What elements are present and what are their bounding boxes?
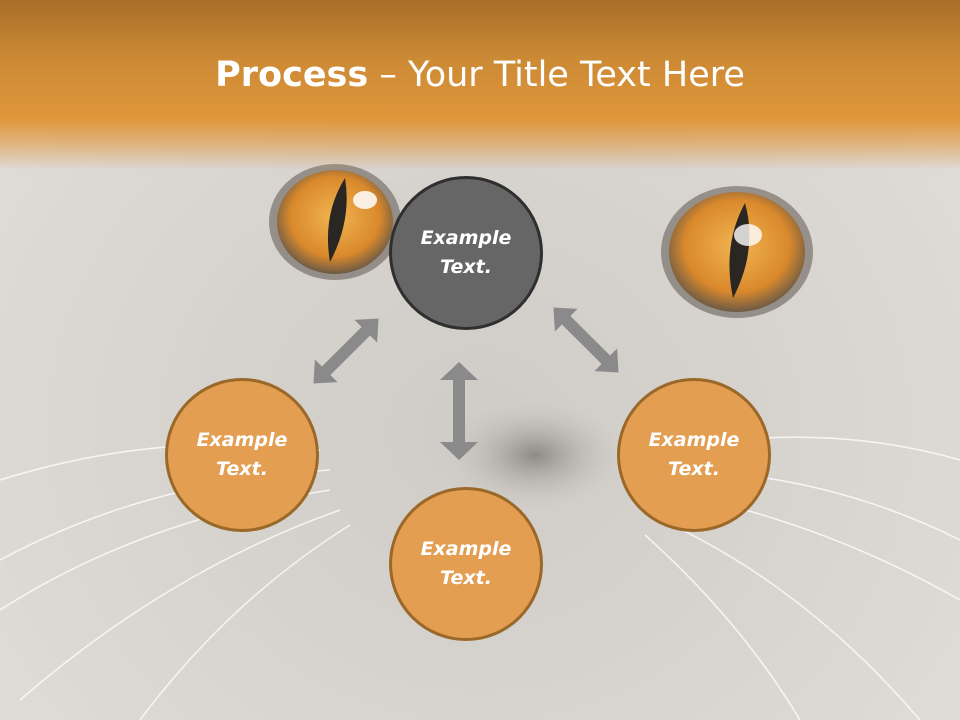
node-right-line2: Text. [668, 458, 720, 480]
double-arrow-icon [440, 362, 478, 460]
process-node-top: Example Text. [389, 176, 543, 330]
process-node-left: Example Text. [165, 378, 319, 532]
title-bar [0, 0, 960, 170]
title-rest: Your Title Text Here [407, 55, 745, 95]
process-node-bottom: Example Text. [389, 487, 543, 641]
node-bottom-line2: Text. [440, 567, 492, 589]
process-node-right: Example Text. [617, 378, 771, 532]
double-arrow-icon [313, 318, 379, 384]
node-left-line1: Example [196, 429, 288, 451]
node-left-line2: Text. [216, 458, 268, 480]
title-bold-word: Process [215, 55, 369, 95]
double-arrow-icon [553, 307, 619, 373]
node-top-line1: Example [420, 227, 512, 249]
title-dash: – [368, 55, 408, 95]
node-bottom-line1: Example [420, 538, 512, 560]
slide-title: Process – Your Title Text Here [0, 52, 960, 98]
node-right-line1: Example [648, 429, 740, 451]
node-top-line2: Text. [440, 256, 492, 278]
